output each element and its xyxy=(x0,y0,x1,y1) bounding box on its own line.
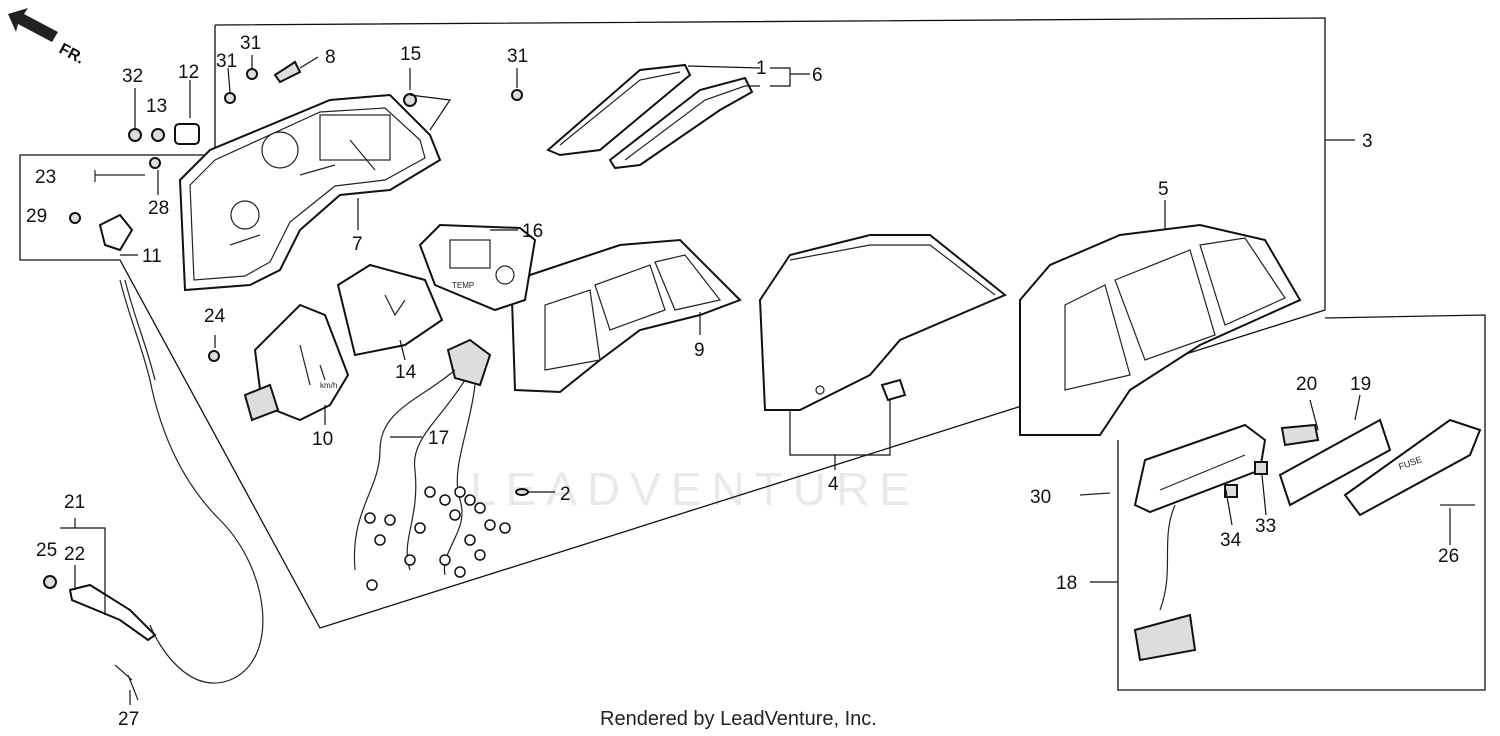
km-label: km/h xyxy=(320,381,337,390)
callout-22: 22 xyxy=(64,544,85,565)
callout-31-a: 31 xyxy=(240,33,261,54)
meter-bezel-part xyxy=(510,238,742,394)
callout-25: 25 xyxy=(36,540,57,561)
callout-18: 18 xyxy=(1056,573,1077,594)
callout-6: 6 xyxy=(812,65,823,86)
callout-10: 10 xyxy=(312,429,333,450)
callout-21: 21 xyxy=(64,492,85,513)
callout-27: 27 xyxy=(118,709,139,730)
visor-strip-part xyxy=(546,63,754,170)
callout-12: 12 xyxy=(178,62,199,83)
fuse-box-outline xyxy=(1117,314,1486,691)
speedometer-cable-part xyxy=(68,279,264,684)
callout-2: 2 xyxy=(560,484,571,505)
front-direction-label: FR. xyxy=(56,41,87,68)
callout-15: 15 xyxy=(400,44,421,65)
callout-32: 32 xyxy=(122,66,143,87)
callout-13: 13 xyxy=(146,96,167,117)
callout-labels: 1 2 3 4 5 6 7 8 9 10 11 12 13 14 15 16 1… xyxy=(26,33,1459,730)
front-direction-arrow-icon xyxy=(8,8,58,42)
callout-30: 30 xyxy=(1030,487,1051,508)
speedometer-part: km/h xyxy=(243,303,350,422)
callout-9: 9 xyxy=(694,340,705,361)
gauge-part xyxy=(336,263,444,357)
callout-17: 17 xyxy=(428,428,449,449)
callout-23: 23 xyxy=(35,167,56,188)
callout-34: 34 xyxy=(1220,530,1242,551)
wire-harness-part xyxy=(353,338,511,591)
callout-28: 28 xyxy=(148,198,169,219)
indicator-panel-part: TEMP xyxy=(418,223,537,312)
outer-cover-part xyxy=(1019,223,1302,436)
callout-26: 26 xyxy=(1438,546,1459,567)
callout-31-b: 31 xyxy=(216,51,237,72)
leader-lines xyxy=(60,55,1451,705)
callout-29: 29 xyxy=(26,206,47,227)
temp-label: TEMP xyxy=(452,281,474,290)
callout-31-c: 31 xyxy=(507,46,528,67)
assembly-outline xyxy=(19,17,1326,629)
callout-24: 24 xyxy=(204,306,226,327)
callout-33: 33 xyxy=(1255,516,1276,537)
callout-19: 19 xyxy=(1350,374,1371,395)
callout-16: 16 xyxy=(522,221,543,242)
fuse-box-part: FUSE xyxy=(1133,418,1482,662)
callout-7: 7 xyxy=(352,234,363,255)
callout-20: 20 xyxy=(1296,374,1317,395)
callout-3: 3 xyxy=(1362,131,1373,152)
callout-1: 1 xyxy=(756,58,767,79)
credit-text: Rendered by LeadVenture, Inc. xyxy=(600,708,877,730)
lower-cover-part xyxy=(758,234,1007,411)
hardware-parts xyxy=(43,60,1475,701)
callout-14: 14 xyxy=(395,362,417,383)
callout-8: 8 xyxy=(325,47,336,68)
watermark-text: LEADVENTURE xyxy=(470,463,920,515)
meter-housing-part xyxy=(178,93,442,292)
callout-11: 11 xyxy=(142,246,162,267)
callout-4: 4 xyxy=(828,474,839,495)
callout-5: 5 xyxy=(1158,179,1169,200)
